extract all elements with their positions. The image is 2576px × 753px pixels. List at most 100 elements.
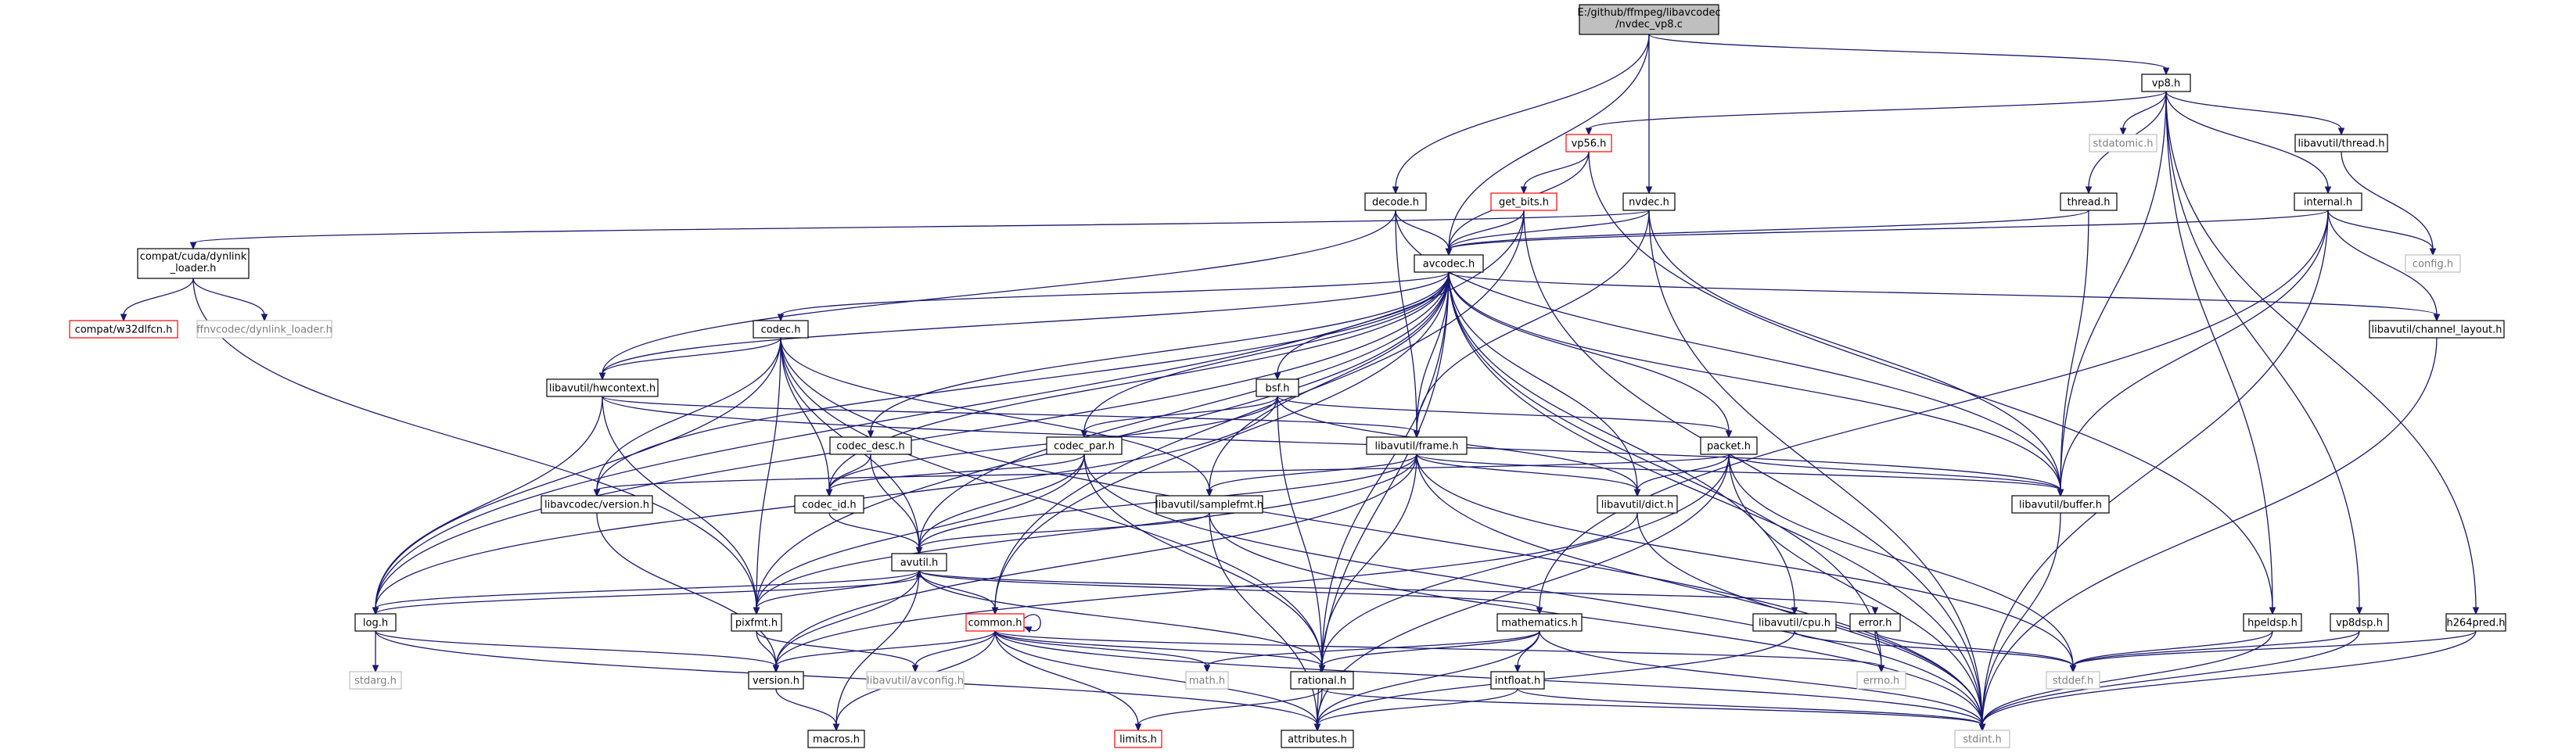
node-vp56[interactable]: vp56.h <box>1565 134 1612 152</box>
edge-decode-to-frame <box>1395 210 1421 439</box>
node-vp8[interactable]: vp8.h <box>2141 74 2191 92</box>
node-errno[interactable]: errno.h <box>1856 671 1906 690</box>
node-config[interactable]: config.h <box>2405 254 2461 273</box>
node-box <box>829 436 912 455</box>
node-avutil[interactable]: avutil.h <box>891 553 947 572</box>
node-samplefmt[interactable]: libavutil/samplefmt.h <box>1155 495 1263 514</box>
edge-root-to-nvdec <box>1645 34 1653 195</box>
node-macros[interactable]: macros.h <box>807 730 865 748</box>
node-root[interactable]: E:/github/ffmpeg/libavcodec/nvdec_vp8.c <box>1577 4 1721 35</box>
node-decode[interactable]: decode.h <box>1364 192 1427 211</box>
node-w32dlfcn[interactable]: compat/w32dlfcn.h <box>69 320 178 339</box>
node-label: pixfmt.h <box>735 618 778 629</box>
node-label: get_bits.h <box>1499 197 1549 209</box>
node-stdatomic[interactable]: stdatomic.h <box>2089 134 2157 152</box>
edge-vp8-to-lthread <box>2165 91 2345 136</box>
node-label: compat/cuda/dynlink <box>140 251 247 263</box>
node-box <box>69 320 178 339</box>
node-label: libavutil/channel_layout.h <box>2372 325 2502 336</box>
node-codec_id[interactable]: codec_id.h <box>794 495 864 514</box>
node-label: avcodec.h <box>1423 259 1475 271</box>
node-label: libavutil/frame.h <box>1375 441 1459 453</box>
node-stdarg[interactable]: stdarg.h <box>349 671 402 690</box>
node-box <box>866 671 965 690</box>
node-box <box>1700 436 1758 455</box>
nodes-layer: E:/github/ffmpeg/libavcodec/nvdec_vp8.cv… <box>69 4 2506 748</box>
node-label: errno.h <box>1863 676 1900 687</box>
node-vp8dsp[interactable]: vp8dsp.h <box>2330 613 2389 632</box>
node-frame[interactable]: libavutil/frame.h <box>1366 436 1468 455</box>
node-label: _loader.h <box>170 263 217 274</box>
node-chlayout[interactable]: libavutil/channel_layout.h <box>2369 320 2505 339</box>
node-common[interactable]: common.h <box>965 613 1025 632</box>
node-label: libavutil/cpu.h <box>1759 618 1831 629</box>
edge-avutil-to-mathematics <box>918 570 1543 615</box>
node-ffnv[interactable]: ffnvcodec/dynlink_loader.h <box>196 320 332 339</box>
edge-codec-to-codec_id <box>780 337 833 497</box>
node-buffer[interactable]: libavutil/buffer.h <box>2011 495 2110 514</box>
node-label: /nvdec_vp8.c <box>1615 19 1683 30</box>
node-box <box>1752 613 1837 632</box>
node-label: E:/github/ffmpeg/libavcodec <box>1577 7 1720 19</box>
node-label: vp8.h <box>2152 78 2181 90</box>
edge-frame-to-samplefmt <box>1205 454 1417 497</box>
node-box <box>1256 378 1299 397</box>
node-lavc_version[interactable]: libavcodec/version.h <box>541 495 653 514</box>
node-box <box>1496 613 1583 632</box>
node-stdint[interactable]: stdint.h <box>1954 730 2010 748</box>
node-codec_desc[interactable]: codec_desc.h <box>829 436 912 455</box>
node-rational[interactable]: rational.h <box>1290 671 1354 690</box>
node-bsf[interactable]: bsf.h <box>1256 378 1299 397</box>
edge-avutil-to-common <box>918 570 999 615</box>
node-internal[interactable]: internal.h <box>2294 192 2362 211</box>
node-cpu[interactable]: libavutil/cpu.h <box>1752 613 1837 632</box>
node-avcodec[interactable]: avcodec.h <box>1414 254 1484 273</box>
node-math[interactable]: math.h <box>1185 671 1229 690</box>
node-label: mathematics.h <box>1501 618 1578 629</box>
node-log[interactable]: log.h <box>354 613 397 632</box>
node-version[interactable]: version.h <box>748 671 804 690</box>
node-box <box>1565 134 1612 152</box>
edge-avcodec-to-errno <box>1448 271 1885 673</box>
node-get_bits[interactable]: get_bits.h <box>1490 192 1557 211</box>
node-label: codec_desc.h <box>836 441 905 453</box>
node-codec_par[interactable]: codec_par.h <box>1046 436 1123 455</box>
node-hpeldsp[interactable]: hpeldsp.h <box>2243 613 2302 632</box>
node-pixfmt[interactable]: pixfmt.h <box>731 613 782 632</box>
node-box <box>2369 320 2505 339</box>
node-dict[interactable]: libavutil/dict.h <box>1597 495 1678 514</box>
node-error[interactable]: error.h <box>1849 613 1901 632</box>
node-box <box>1414 254 1484 273</box>
edge-common-to-math <box>994 630 1211 673</box>
node-label: hpeldsp.h <box>2247 618 2298 629</box>
edge-packet-to-stddef <box>1728 454 2077 673</box>
node-label: error.h <box>1859 618 1892 629</box>
node-nvdec[interactable]: nvdec.h <box>1622 192 1676 211</box>
node-packet[interactable]: packet.h <box>1700 436 1758 455</box>
node-box <box>354 613 397 632</box>
node-avconfig[interactable]: libavutil/avconfig.h <box>866 671 965 690</box>
edge-vp8-to-h264pred <box>2165 91 2480 615</box>
node-codec[interactable]: codec.h <box>753 320 809 339</box>
node-intfloat[interactable]: intfloat.h <box>1490 671 1545 690</box>
node-hwcontext[interactable]: libavutil/hwcontext.h <box>546 378 659 397</box>
node-box <box>1622 192 1676 211</box>
node-cuda_loader[interactable]: compat/cuda/dynlink_loader.h <box>137 248 250 279</box>
node-lthread[interactable]: libavutil/thread.h <box>2294 134 2388 152</box>
edge-codec-to-hwcontext <box>598 337 781 381</box>
node-label: intfloat.h <box>1495 676 1541 687</box>
node-stddef[interactable]: stddef.h <box>2046 671 2100 690</box>
node-box <box>2046 671 2100 690</box>
node-box <box>2060 192 2118 211</box>
edge-vp8-to-hpeldsp <box>2165 91 2276 615</box>
node-h264pred[interactable]: h264pred.h <box>2445 613 2506 632</box>
edge-internal-to-buffer <box>2057 210 2329 497</box>
node-mathematics[interactable]: mathematics.h <box>1496 613 1583 632</box>
edge-cuda_loader-to-w32dlfcn <box>120 278 194 322</box>
node-thread[interactable]: thread.h <box>2060 192 2118 211</box>
edge-avcodec-to-packet <box>1448 271 1733 439</box>
edge-rational-to-limits <box>1134 688 1323 732</box>
node-attributes[interactable]: attributes.h <box>1281 730 1354 748</box>
edge-internal-to-config <box>2327 210 2437 256</box>
node-limits[interactable]: limits.h <box>1114 730 1162 748</box>
